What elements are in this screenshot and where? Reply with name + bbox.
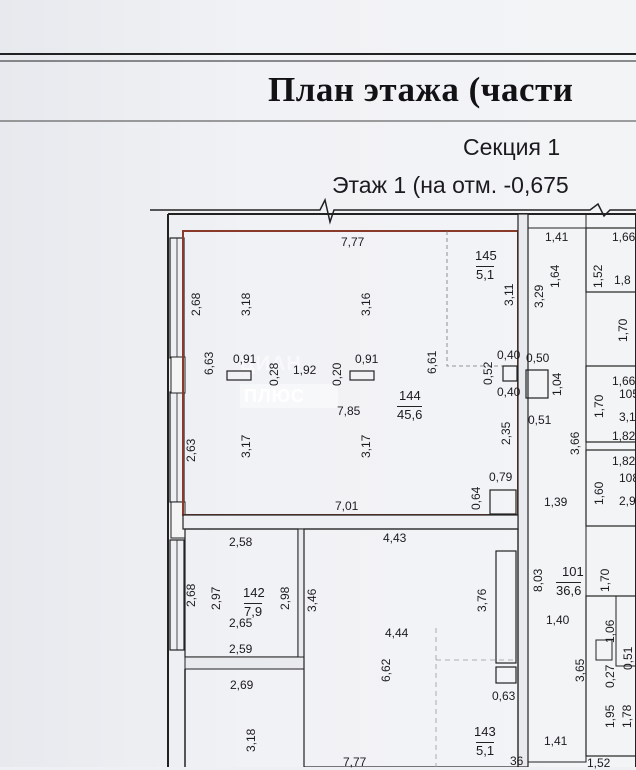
plan-title: План этажа (части xyxy=(268,70,574,109)
dim-label: 1,04 xyxy=(550,372,564,396)
dim-label: 1,8 xyxy=(614,273,631,287)
room-area-101: 36,6 xyxy=(556,582,582,598)
dim-label: 3,17 xyxy=(359,434,373,458)
dim-label: 1,41 xyxy=(544,734,568,748)
dim-label: 2,58 xyxy=(229,535,253,549)
dim-label: 0,51 xyxy=(621,646,635,670)
dim-label: 3,17 xyxy=(239,434,253,458)
dim-label: 0,27 xyxy=(603,664,617,688)
dim-label: 1,39 xyxy=(544,495,568,509)
dim-label: 0,50 xyxy=(526,351,550,365)
dim-label: 4,43 xyxy=(383,531,407,545)
dim-label: 1,41 xyxy=(545,230,569,244)
room-number-108: 108 xyxy=(619,471,636,485)
dim-label: 6,61 xyxy=(425,350,439,374)
dim-label: 0,91 xyxy=(233,352,257,366)
dim-label: 1,64 xyxy=(548,264,562,288)
watermark-box xyxy=(240,384,338,408)
dim-label: 3,11 xyxy=(502,283,516,306)
dim-label: 0,91 xyxy=(355,352,379,366)
dim-label: 0,40 xyxy=(497,385,521,399)
dim-label: 7,85 xyxy=(337,404,361,418)
room-area-145: 5,1 xyxy=(476,266,495,282)
dim-label: 0,40 xyxy=(497,348,521,362)
dim-label: 1,66 xyxy=(612,374,636,388)
dim-label: 3,18 xyxy=(239,292,253,316)
dim-label: 1,60 xyxy=(592,481,606,505)
dim-label: 3,76 xyxy=(475,588,489,612)
dim-label: 0,28 xyxy=(267,362,281,386)
dim-label: 7,77 xyxy=(341,235,365,249)
room-number-144: 144 xyxy=(399,388,421,403)
room-area-108: 2,9 xyxy=(619,494,636,508)
room-number-143: 143 xyxy=(474,724,496,739)
dim-label: 1,78 xyxy=(620,704,634,728)
dim-label: 3,18 xyxy=(244,728,258,752)
dim-label: 3,65 xyxy=(573,658,587,682)
dim-label: 2,59 xyxy=(229,642,253,656)
dim-label: 0,79 xyxy=(489,470,513,484)
watermark-logo-bottom: ПЛЮС xyxy=(244,386,305,406)
room-number-145: 145 xyxy=(475,248,497,263)
dim-label: 3,29 xyxy=(532,284,546,308)
dim-label: 2,97 xyxy=(209,586,223,610)
dim-label: 4,44 xyxy=(385,626,409,640)
dim-label: 6,62 xyxy=(379,658,393,682)
dim-label: 1,70 xyxy=(598,568,612,592)
dim-label: 0,51 xyxy=(528,413,552,427)
room-number-142: 142 xyxy=(243,585,265,600)
dim-label: 36 xyxy=(510,754,524,768)
dim-label: 7,01 xyxy=(335,499,359,513)
dim-label: 6,63 xyxy=(202,351,216,375)
dim-label: 3,16 xyxy=(359,292,373,316)
dim-label: 1,40 xyxy=(546,613,570,627)
dim-label: 2,98 xyxy=(278,586,292,610)
dim-label: 3,66 xyxy=(568,431,582,455)
dim-label: 1,92 xyxy=(293,363,317,377)
dim-label: 0,63 xyxy=(492,689,516,703)
dim-label: 2,69 xyxy=(230,678,254,692)
dim-label: 1,06 xyxy=(603,619,617,643)
dim-label: 0,20 xyxy=(330,362,344,386)
floor-label: Этаж 1 (на отм. -0,675 xyxy=(332,172,569,198)
room-number-101: 101 xyxy=(562,564,584,579)
dim-label: 1,70 xyxy=(616,318,630,342)
dim-label: 1,52 xyxy=(587,756,611,770)
dim-label: 7,77 xyxy=(343,755,367,769)
dim-label: 1,82 xyxy=(612,429,636,443)
room-area-144: 45,6 xyxy=(397,406,423,422)
dim-label: 2,65 xyxy=(229,616,253,630)
dim-label: 2,68 xyxy=(184,583,198,607)
room-area-142: 7,9 xyxy=(244,603,263,619)
dim-label: 1,52 xyxy=(591,264,605,288)
dim-label: 0,64 xyxy=(469,486,483,510)
dim-label: 8,03 xyxy=(531,568,545,592)
section-label: Секция 1 xyxy=(463,134,561,160)
room-number-105: 105 xyxy=(619,387,636,401)
dim-label: 1,95 xyxy=(603,704,617,728)
dim-label: 1,66 xyxy=(612,230,636,244)
watermark-logo-top: ЦИАН xyxy=(240,353,302,375)
dim-label: 0,52 xyxy=(481,361,495,385)
dim-label: 2,63 xyxy=(184,438,198,462)
room-area-105: 3,1 xyxy=(619,410,636,424)
dim-label: 3,46 xyxy=(305,588,319,612)
dim-label: 2,35 xyxy=(499,421,513,445)
dim-label: 1,82 xyxy=(612,454,636,468)
room-area-143: 5,1 xyxy=(476,742,495,758)
dim-label: 1,70 xyxy=(592,394,606,418)
dim-label: 2,68 xyxy=(189,292,203,316)
